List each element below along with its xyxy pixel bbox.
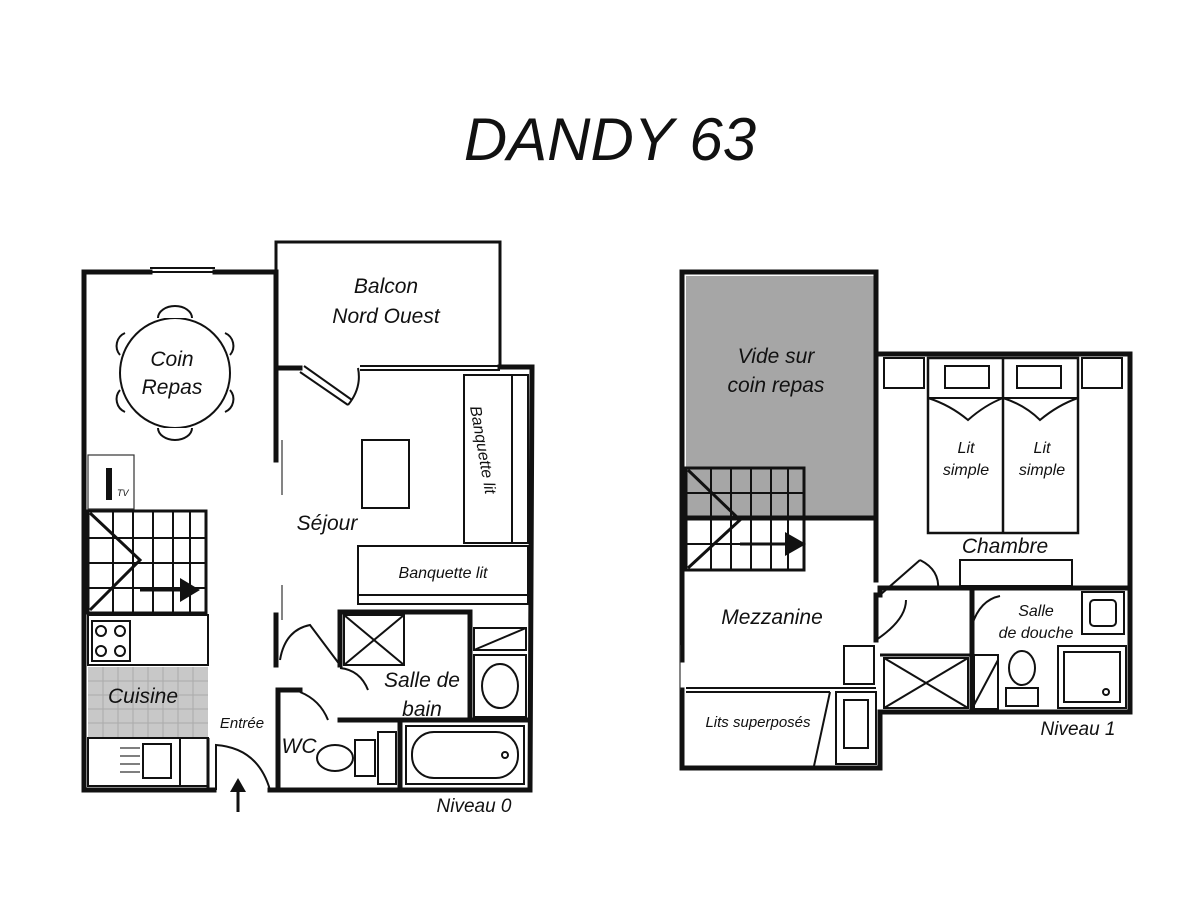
label-mezzanine: Mezzanine <box>721 606 823 629</box>
shower-tray <box>343 614 405 666</box>
label-salle-de-bain-1: Salle de <box>384 669 460 692</box>
chair-top-right <box>224 332 235 356</box>
balcony-door-b <box>303 365 353 401</box>
entry-arrow-icon <box>230 778 246 792</box>
label-wc: WC <box>282 735 318 758</box>
dining-table <box>119 317 231 429</box>
stair-arrow-icon-l1 <box>785 532 806 556</box>
level-1-plan: Vide sur coin repas Mezzanine <box>679 269 1133 771</box>
label-chambre: Chambre <box>962 535 1048 558</box>
staircase-level1 <box>684 466 806 572</box>
label-vide-1: Vide sur <box>738 345 816 368</box>
label-lit2-2: simple <box>1019 462 1065 479</box>
label-salle-de-bain-2: bain <box>402 698 442 721</box>
label-salle-douche-2: de douche <box>999 625 1074 642</box>
toilet-l1 <box>1008 650 1036 686</box>
level1-wall-outer <box>679 269 1133 715</box>
staircase-level0 <box>86 509 208 615</box>
label-cuisine: Cuisine <box>108 685 178 708</box>
label-sejour: Séjour <box>297 512 359 535</box>
level0-wall-west <box>81 269 217 793</box>
chair-top-left <box>115 332 126 356</box>
washbasin-l1 <box>1081 591 1125 635</box>
washbasin <box>473 654 527 718</box>
label-niveau-1: Niveau 1 <box>1041 719 1116 740</box>
entry-door-arc <box>215 743 271 791</box>
label-tv: TV <box>117 488 129 498</box>
label-balcon-2: Nord Ouest <box>332 305 441 328</box>
level1-wall-south <box>679 687 1133 771</box>
pillow-right <box>1016 365 1062 389</box>
void-over-dining <box>686 276 874 518</box>
stair-arrow-icon <box>180 578 200 602</box>
label-banquette-vertical: Banquette lit <box>466 405 498 496</box>
label-balcon-1: Balcon <box>354 275 418 298</box>
chair-bottom-right <box>224 389 235 413</box>
label-niveau-0: Niveau 0 <box>437 796 512 817</box>
tv-icon <box>106 468 112 500</box>
label-lits-superposes: Lits superposés <box>705 714 811 731</box>
balcony-door <box>299 371 349 406</box>
coffee-table <box>361 439 410 509</box>
label-salle-douche-1: Salle <box>1018 603 1054 620</box>
label-coin-repas-1: Coin <box>150 348 193 371</box>
sink-icon <box>142 743 172 779</box>
shower-tray-l1 <box>883 657 969 709</box>
chair-bottom <box>157 427 193 441</box>
shower-l1 <box>1057 645 1127 709</box>
toilet-tank <box>354 739 376 777</box>
plan-title: DANDY 63 <box>464 106 756 173</box>
label-coin-repas-2: Repas <box>142 376 203 399</box>
label-banquette-horizontal: Banquette lit <box>399 565 489 582</box>
label-lit1-2: simple <box>943 462 989 479</box>
banquette-vertical <box>463 374 529 544</box>
pillow-left <box>944 365 990 389</box>
level-0-plan: Coin Repas Balcon Nord Ouest TV <box>81 240 535 817</box>
label-vide-2: coin repas <box>728 374 825 397</box>
chair-bottom-left <box>115 389 126 413</box>
label-entree: Entrée <box>220 715 264 732</box>
hall-door <box>279 623 341 666</box>
kitchen: Cuisine <box>87 614 209 787</box>
label-lit2-1: Lit <box>1034 440 1051 457</box>
bathtub <box>405 725 525 785</box>
balcony-door-arc <box>347 367 360 406</box>
chair-top <box>157 305 193 319</box>
label-lit1-1: Lit <box>958 440 975 457</box>
tv-cabinet <box>87 454 135 510</box>
banquette-horizontal <box>357 545 529 605</box>
toilet-bowl <box>316 744 354 772</box>
